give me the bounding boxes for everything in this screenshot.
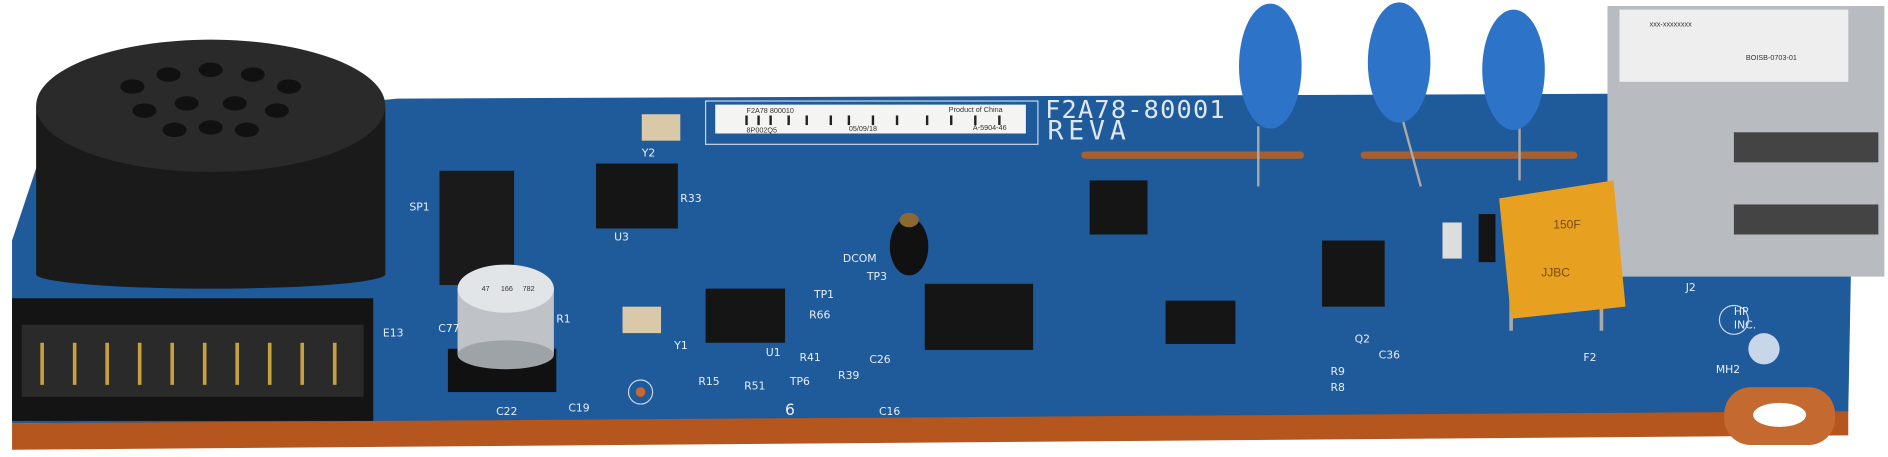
jack-label-text: xxx-xxxxxxxx xyxy=(1650,19,1693,28)
slot xyxy=(1360,151,1578,159)
svg-text:R8: R8 xyxy=(1331,381,1346,394)
svg-text:INC.: INC. xyxy=(1734,318,1756,331)
inductor xyxy=(889,212,929,276)
svg-text:TP6: TP6 xyxy=(789,375,810,388)
svg-text:R41: R41 xyxy=(800,351,821,364)
label-serial: 8P002Q5 xyxy=(747,125,778,134)
mount-hole xyxy=(1753,402,1807,427)
svg-text:U1: U1 xyxy=(766,346,781,359)
svg-text:Y2: Y2 xyxy=(641,146,656,159)
svg-text:MH2: MH2 xyxy=(1716,363,1740,376)
cap-marking: 166 xyxy=(501,284,513,293)
electrolytic-capacitor: 47 166 782 xyxy=(447,264,557,393)
varistors xyxy=(1239,2,1545,187)
revision-silkscreen: REVA xyxy=(1048,116,1131,147)
ribbon-connector xyxy=(12,298,374,421)
svg-text:C16: C16 xyxy=(879,405,900,418)
test-pad xyxy=(1718,304,1749,335)
svg-text:U3: U3 xyxy=(614,231,629,244)
svg-text:TP3: TP3 xyxy=(866,270,887,283)
crystal xyxy=(622,114,681,334)
part-number-silkscreen: F2A78-80001 xyxy=(1045,95,1226,124)
svg-text:6: 6 xyxy=(785,400,795,419)
svg-text:C22: C22 xyxy=(496,405,517,418)
svg-text:R66: R66 xyxy=(809,309,830,322)
hp-logo xyxy=(1748,333,1780,365)
svg-text:R39: R39 xyxy=(838,369,859,382)
fuse-marking: 150F xyxy=(1553,218,1580,232)
slot xyxy=(1081,151,1305,159)
svg-text:C77: C77 xyxy=(438,322,459,335)
barcode-label: F2A78 800010 Product of China 8P002Q5 05… xyxy=(704,100,1039,145)
cap-marking: 782 xyxy=(523,284,535,293)
ics xyxy=(596,163,1496,350)
label-code: A-5904-46 xyxy=(973,123,1007,132)
label-date: 05/09/18 xyxy=(849,124,877,133)
svg-text:R51: R51 xyxy=(744,380,765,393)
fuse-marking: JJBC xyxy=(1541,266,1570,280)
test-pad-center xyxy=(635,387,646,397)
test-pad xyxy=(627,379,654,405)
board-edge xyxy=(12,408,1849,450)
label-part: F2A78 800010 xyxy=(747,106,794,115)
svg-text:J2: J2 xyxy=(1685,281,1696,294)
svg-text:R1: R1 xyxy=(556,312,570,325)
silkscreen-labels: SP1 HP INC. MH2 J2 F2 C22 C19 C16 R15 U1… xyxy=(383,146,1756,419)
svg-text:HP: HP xyxy=(1734,305,1749,318)
svg-text:R15: R15 xyxy=(698,375,719,388)
svg-text:R33: R33 xyxy=(680,192,701,205)
jack-label-text: BOISB-0703-01 xyxy=(1746,53,1797,62)
svg-text:E13: E13 xyxy=(383,327,404,340)
svg-text:DCOM: DCOM xyxy=(843,252,877,265)
svg-text:C36: C36 xyxy=(1379,348,1400,361)
svg-text:TP1: TP1 xyxy=(813,288,834,301)
rj45-jack: xxx-xxxxxxxx BOISB-0703-01 xyxy=(1607,6,1885,277)
y-capacitor: 150F JJBC xyxy=(1499,180,1626,331)
svg-text:R9: R9 xyxy=(1331,365,1346,378)
svg-text:C26: C26 xyxy=(869,353,890,366)
svg-text:F2: F2 xyxy=(1583,351,1596,364)
svg-text:C19: C19 xyxy=(568,401,589,414)
cap-marking: 47 xyxy=(482,284,490,293)
svg-text:Q2: Q2 xyxy=(1355,333,1370,346)
barcode xyxy=(745,115,1001,126)
speaker xyxy=(36,39,386,289)
svg-text:Y1: Y1 xyxy=(673,339,688,352)
svg-text:SP1: SP1 xyxy=(409,200,429,213)
label-origin: Product of China xyxy=(949,105,1004,114)
